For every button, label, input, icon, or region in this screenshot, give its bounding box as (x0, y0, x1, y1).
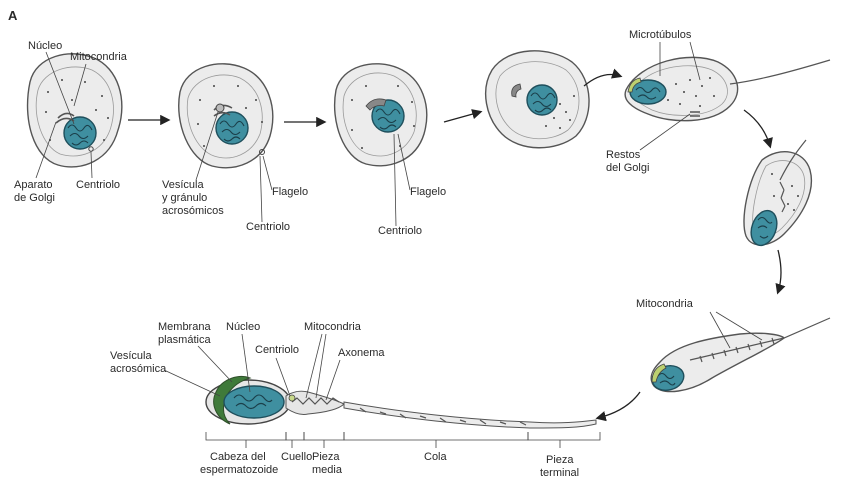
nucleus-icon (750, 209, 778, 247)
label-vesicula-3: acrosómicos (162, 205, 224, 217)
label-axonema: Axonema (338, 347, 385, 359)
golgi-remnant-icon (690, 111, 700, 117)
tail-icon (343, 401, 597, 429)
cell-stage-7: Mitocondria (636, 298, 831, 393)
label-vesicula-2: y gránulo (162, 192, 207, 204)
label-centriolo-3: Centriolo (378, 225, 422, 237)
label-plasmatica: plasmática (158, 334, 211, 346)
cell-stage-2: Vesícula y gránulo acrosómicos Flagelo C… (162, 63, 308, 233)
arrow-7-8 (595, 391, 641, 422)
label-membrana: Membrana (158, 321, 211, 333)
label-mitocondria-sp: Mitocondria (304, 321, 362, 333)
label-centriolo-sp: Centriolo (255, 344, 299, 356)
label-cabeza: Cabeza del (210, 451, 266, 463)
label-pieza-media-2: media (312, 464, 343, 476)
acrosomal-cap-icon (365, 98, 387, 111)
nucleus-icon (63, 116, 97, 150)
cell-stage-3: Flagelo Centriolo (334, 63, 446, 237)
label-flagelo-2: Flagelo (272, 186, 308, 198)
label-golgi: de Golgi (14, 192, 55, 204)
label-flagelo-3: Flagelo (410, 186, 446, 198)
label-mitocondria-7: Mitocondria (636, 298, 694, 310)
nucleus-icon (223, 385, 285, 419)
panel-letter: A (8, 8, 18, 23)
label-nucleo-1: Núcleo (28, 40, 62, 52)
nucleus-icon (215, 111, 249, 145)
label-vesicula-1: Vesícula (162, 179, 204, 191)
label-espermatozoide: espermatozoide (200, 464, 278, 476)
acrosomal-vesicle-icon (215, 103, 225, 113)
label-pieza-media-1: Pieza (312, 451, 340, 463)
label-restos: Restos (606, 149, 641, 161)
label-cuello: Cuello (281, 451, 312, 463)
label-del-golgi: del Golgi (606, 162, 649, 174)
label-acrosomica: acrosómica (110, 363, 167, 375)
label-cola: Cola (424, 451, 448, 463)
label-centriolo-1: Centriolo (76, 179, 120, 191)
arrow-6-7 (775, 249, 786, 295)
arrow-5-6 (743, 109, 773, 149)
label-vesicula-sp: Vesícula (110, 350, 152, 362)
mature-spermatozoon: Membrana plasmática Núcleo Vesícula acro… (110, 321, 597, 429)
flagellum-icon (689, 317, 831, 361)
cell-stage-1: Núcleo Mitocondria Aparato de Golgi Cent… (14, 40, 128, 204)
arrow-4-5 (583, 68, 623, 87)
cell-stage-6 (743, 139, 812, 247)
arrow-3-4 (443, 109, 483, 123)
cell-stage-5: Microtúbulos Restos del Golgi (606, 29, 831, 174)
midpiece-icon (285, 390, 345, 415)
segment-brackets (205, 432, 601, 448)
centriole-icon (288, 394, 296, 402)
mitochondria-sheath-icon (699, 337, 775, 363)
flagellum-icon (779, 139, 807, 181)
flagellum-icon (729, 59, 831, 85)
label-mitocondria-1: Mitocondria (70, 51, 128, 63)
label-pieza-terminal-2: terminal (540, 467, 579, 479)
label-pieza-terminal-1: Pieza (546, 454, 574, 466)
acrosomal-cap-icon (511, 83, 522, 98)
mitochondria-sheath-icon (291, 397, 340, 405)
label-microtubulos: Microtúbulos (629, 29, 692, 41)
label-centriolo-2: Centriolo (246, 221, 290, 233)
label-aparato: Aparato (14, 179, 53, 191)
cell-stage-4 (485, 50, 590, 149)
nucleus-icon (371, 99, 405, 133)
label-nucleo-sp: Núcleo (226, 321, 260, 333)
